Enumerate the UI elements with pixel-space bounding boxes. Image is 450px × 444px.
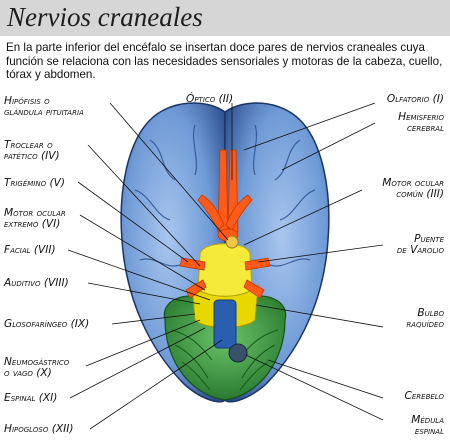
label-auditivo-line1: Auditivo (VIII) bbox=[4, 277, 69, 289]
label-hipogloso: Hipogloso (XII) bbox=[4, 424, 73, 435]
label-medula: Médula espinal bbox=[411, 415, 444, 437]
label-troclear-line1: Troclear o bbox=[4, 139, 53, 151]
label-motor-ocular-comun-line1: Motor ocular bbox=[382, 177, 444, 189]
label-facial: Facial (VII) bbox=[4, 245, 56, 256]
intro-text: En la parte inferior del encéfalo se ins… bbox=[6, 41, 443, 81]
label-puente-line2: de Varolio bbox=[396, 244, 444, 256]
label-troclear: Troclear o patético (IV) bbox=[4, 140, 60, 162]
label-medula-line2: espinal bbox=[414, 425, 444, 437]
label-hemisferio: Hemisferio cerebral bbox=[398, 112, 444, 134]
label-motor-ocular-externo-line2: extremo (VI) bbox=[4, 218, 61, 230]
label-espinal-line1: Espinal (XI) bbox=[4, 392, 58, 404]
spinal-cord bbox=[213, 299, 237, 349]
gyri-lines bbox=[134, 124, 316, 267]
label-motor-ocular-comun-line2: común (III) bbox=[396, 188, 444, 200]
label-medula-line1: Médula bbox=[411, 414, 444, 426]
label-cerebelo: Cerebelo bbox=[404, 391, 444, 402]
label-motor-ocular-externo: Motor ocular extremo (VI) bbox=[4, 208, 66, 230]
label-troclear-line2: patético (IV) bbox=[4, 150, 60, 162]
spinal-cord-section bbox=[228, 343, 248, 363]
label-bulbo-line2: raquídeo bbox=[406, 318, 444, 330]
label-facial-line1: Facial (VII) bbox=[4, 244, 56, 256]
leader-lines bbox=[67, 102, 384, 430]
label-motor-ocular-externo-line1: Motor ocular bbox=[4, 207, 66, 219]
page-title: Nervios craneales bbox=[7, 2, 203, 32]
label-hipofisis-line2: glándula pituitaria bbox=[4, 106, 84, 118]
label-bulbo-line1: Bulbo bbox=[417, 307, 444, 319]
label-auditivo: Auditivo (VIII) bbox=[4, 278, 69, 289]
label-trigemino-line1: Trigémino (V) bbox=[4, 177, 65, 189]
label-puente-line1: Puente bbox=[414, 233, 444, 245]
label-neumogastrico: Neumogástrico o vago (X) bbox=[4, 357, 69, 379]
label-optico-line1: Óptico (II) bbox=[186, 93, 234, 105]
title-bar bbox=[0, 0, 450, 36]
label-neumogastrico-line2: o vago (X) bbox=[4, 367, 52, 379]
label-hemisferio-line2: cerebral bbox=[407, 122, 444, 134]
label-hipogloso-line1: Hipogloso (XII) bbox=[4, 423, 74, 435]
label-hipofisis: Hipófisis o glándula pituitaria bbox=[4, 96, 84, 118]
pons bbox=[197, 243, 253, 302]
label-puente: Puente de Varolio bbox=[397, 234, 444, 256]
label-motor-ocular-comun: Motor ocular común (III) bbox=[382, 178, 444, 200]
label-hemisferio-line1: Hemisferio bbox=[398, 111, 444, 123]
label-olfatorio-line1: Olfatorio (I) bbox=[386, 93, 444, 105]
label-glosofaringeo: Glosofaríngeo (IX) bbox=[4, 319, 89, 330]
label-olfatorio: Olfatorio (I) bbox=[387, 94, 444, 105]
label-neumogastrico-line1: Neumogástrico bbox=[4, 356, 70, 368]
label-optico: Óptico (II) bbox=[186, 94, 233, 105]
label-bulbo: Bulbo raquídeo bbox=[406, 308, 444, 330]
label-hipofisis-line1: Hipófisis o bbox=[4, 95, 50, 107]
pituitary bbox=[225, 235, 239, 249]
label-espinal: Espinal (XI) bbox=[4, 393, 57, 404]
label-glosofaringeo-line1: Glosofaríngeo (IX) bbox=[4, 318, 90, 330]
label-trigemino: Trigémino (V) bbox=[4, 178, 65, 189]
label-cerebelo-line1: Cerebelo bbox=[404, 390, 444, 402]
